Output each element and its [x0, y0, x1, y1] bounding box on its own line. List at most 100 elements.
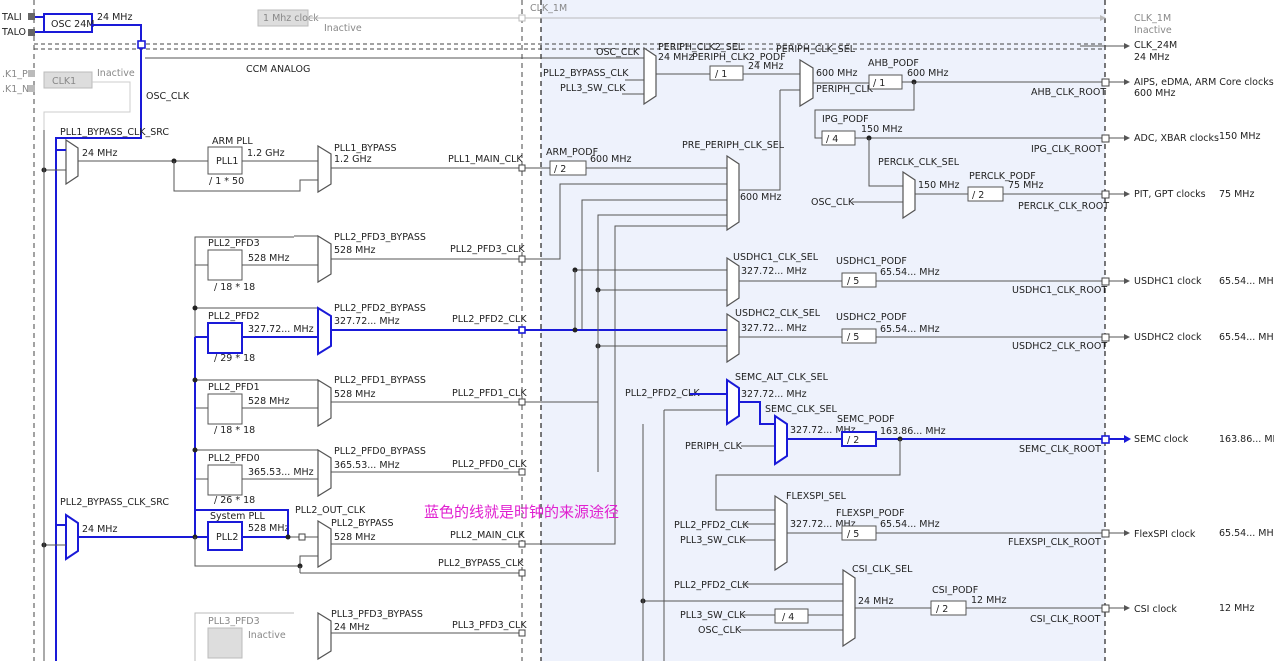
osc-24m-block[interactable] — [43, 13, 93, 33]
xtalo-pin[interactable] — [28, 29, 35, 36]
pll2-pfd0-bypass-label: PLL2_PFD0_BYPASS — [334, 446, 426, 457]
pll3-pfd3-clk-pin[interactable] — [518, 629, 526, 637]
pll2-pfd2-bypass-in — [294, 307, 319, 318]
pll2-pfd3-divider: / 18 * 18 — [214, 282, 255, 293]
csi-in2-div-box[interactable] — [774, 608, 809, 624]
pll2-pfd0-bypass-mux[interactable] — [317, 448, 332, 498]
pll2-out-clk-pin[interactable] — [298, 533, 306, 541]
pll2-pfd0-block[interactable] — [207, 464, 243, 496]
perclk-podf-label: PERCLK_PODF — [969, 171, 1036, 182]
pll2-pfd3-clk-pin[interactable] — [518, 255, 526, 263]
usdhc2-sel-label: USDHC2_CLK_SEL — [735, 308, 821, 319]
pre-periph-sel-mux[interactable] — [726, 154, 740, 232]
output-label-adc: ADC, XBAR clocks — [1134, 133, 1219, 144]
ipg-podf-label: IPG_PODF — [822, 114, 869, 125]
pll2-main-to-pre-periph — [525, 225, 727, 545]
clk1-block[interactable] — [43, 71, 93, 89]
pll2-name: PLL2 — [216, 532, 238, 543]
pll1-main-pin[interactable] — [518, 164, 526, 172]
semc-sel-freq: 327.72... MHz — [790, 425, 856, 436]
pll3-pfd3-block[interactable] — [207, 627, 243, 659]
pll1-bypass-src-mux[interactable] — [65, 138, 79, 186]
semc-sel-mux[interactable] — [774, 414, 788, 466]
flexspi-sel-mux[interactable] — [774, 494, 788, 572]
pll2-title: System PLL — [210, 511, 265, 522]
clk-1m-pin[interactable] — [518, 14, 526, 22]
arm-podf-label: ARM_PODF — [546, 147, 598, 158]
pll2-pfd2-clk-pin[interactable] — [518, 326, 526, 334]
flexspi-root-pin[interactable] — [1101, 529, 1110, 538]
semc-podf-div: / 2 — [847, 435, 859, 446]
usdhc1-podf-box[interactable] — [841, 272, 877, 288]
pll1-freq: 1.2 GHz — [247, 148, 285, 159]
pll2-pfd1-block[interactable] — [207, 393, 243, 425]
pll1-bypass-path — [173, 161, 318, 192]
periph-clk2-sel-label: PERIPH_CLK2_SEL — [658, 42, 744, 53]
arm-podf-freq: 600 MHz — [590, 154, 631, 165]
usdhc1-root-pin[interactable] — [1101, 277, 1110, 286]
semc-alt-sel-label: SEMC_ALT_CLK_SEL — [735, 372, 829, 383]
pll2-pfd2-clk-label: PLL2_PFD2_CLK — [452, 314, 527, 325]
periph-clk-sel-freq: 600 MHz — [816, 68, 857, 79]
ahb-root-pin[interactable] — [1101, 78, 1110, 87]
perclk-sel-mux[interactable] — [902, 170, 916, 220]
pll2-pfd2-freq: 327.72... MHz — [248, 324, 314, 335]
periph-clk2-sel-freq: 24 MHz — [658, 52, 693, 63]
pll2-pfd3-bypass-freq: 528 MHz — [334, 245, 375, 256]
pfd1-bus-junction — [192, 377, 198, 383]
perclk-root-pin[interactable] — [1101, 190, 1110, 199]
periph-clk2-podf-box[interactable] — [709, 65, 744, 81]
pll2-bypass-src-mux[interactable] — [65, 513, 79, 561]
semc-alt-freq: 327.72... MHz — [741, 389, 807, 400]
pll2-bypass-clk-pin[interactable] — [518, 569, 526, 577]
usdhc1-out-arrow — [1124, 278, 1130, 284]
pll2-bypass-mux[interactable] — [317, 519, 332, 569]
pll2-pfd3-bypass-mux[interactable] — [317, 234, 332, 284]
rtc-p-pin[interactable] — [28, 70, 35, 77]
pfd2-bus-junction — [192, 305, 198, 311]
pll2-pfd1-bypass-mux[interactable] — [317, 378, 332, 428]
pll2-bypass-src-label: PLL2_BYPASS_CLK_SRC — [60, 497, 169, 508]
rtc-n-pin-label: .K1_N — [2, 84, 29, 95]
xtalo-pin-label: TALO — [1, 27, 26, 38]
pfd2-to-pre-periph — [581, 199, 727, 330]
pll2-pfd2-block[interactable] — [207, 322, 243, 354]
csi-root-pin[interactable] — [1101, 604, 1110, 613]
periph-clk2-podf-div: / 1 — [715, 69, 727, 80]
output-label-aips: AIPS, eDMA, ARM Core clocks — [1134, 77, 1274, 88]
usdhc2-podf-box[interactable] — [841, 328, 877, 344]
pll2-pfd1-clk-pin[interactable] — [518, 398, 526, 406]
periph-clk-sel-mux[interactable] — [799, 58, 814, 108]
pll3-pfd3-bypass-mux[interactable] — [317, 611, 332, 661]
periph-clk2-sel-mux[interactable] — [643, 46, 657, 106]
csi-root-label: CSI_CLK_ROOT — [1030, 614, 1101, 625]
semc-root-pin[interactable] — [1101, 435, 1110, 444]
usdhc1-sel-mux[interactable] — [726, 256, 740, 308]
pll2-pfd2-bypass-mux[interactable] — [317, 306, 332, 356]
flexspi-podf-label: FLEXSPI_PODF — [836, 508, 905, 519]
pll2-pfd1-bypass-label: PLL2_PFD1_BYPASS — [334, 375, 426, 386]
ipg-in-wire — [814, 82, 915, 139]
semc-alt-sel-mux[interactable] — [726, 378, 740, 426]
perclk-in-wire — [868, 138, 903, 187]
pll2-bypass-clk-label: PLL2_BYPASS_CLK — [438, 558, 524, 569]
csi-sel-mux[interactable] — [842, 568, 856, 648]
pll1-bypass-mux[interactable] — [317, 144, 332, 194]
perclk-podf-div: / 2 — [972, 190, 984, 201]
pll3-pfd-bus — [194, 612, 294, 661]
pll1-bypass-src-label: PLL1_BYPASS_CLK_SRC — [60, 127, 169, 138]
pll2-pfd1-name: PLL2_PFD1 — [208, 382, 260, 393]
pll2-main-pin[interactable] — [518, 540, 526, 548]
ipg-root-pin[interactable] — [1101, 134, 1110, 143]
clk1-state: Inactive — [97, 68, 135, 79]
perclk-out-arrow — [1124, 191, 1130, 197]
usdhc1-sel-label: USDHC1_CLK_SEL — [733, 252, 819, 263]
osc-clk-junction[interactable] — [137, 40, 146, 49]
xtali-pin[interactable] — [28, 13, 35, 20]
pll2-pfd3-block[interactable] — [207, 249, 243, 281]
usdhc2-sel-mux[interactable] — [726, 312, 740, 364]
rtc-n-pin[interactable] — [28, 85, 35, 92]
usdhc2-root-pin[interactable] — [1101, 333, 1110, 342]
pll2-pfd0-clk-pin[interactable] — [518, 468, 526, 476]
